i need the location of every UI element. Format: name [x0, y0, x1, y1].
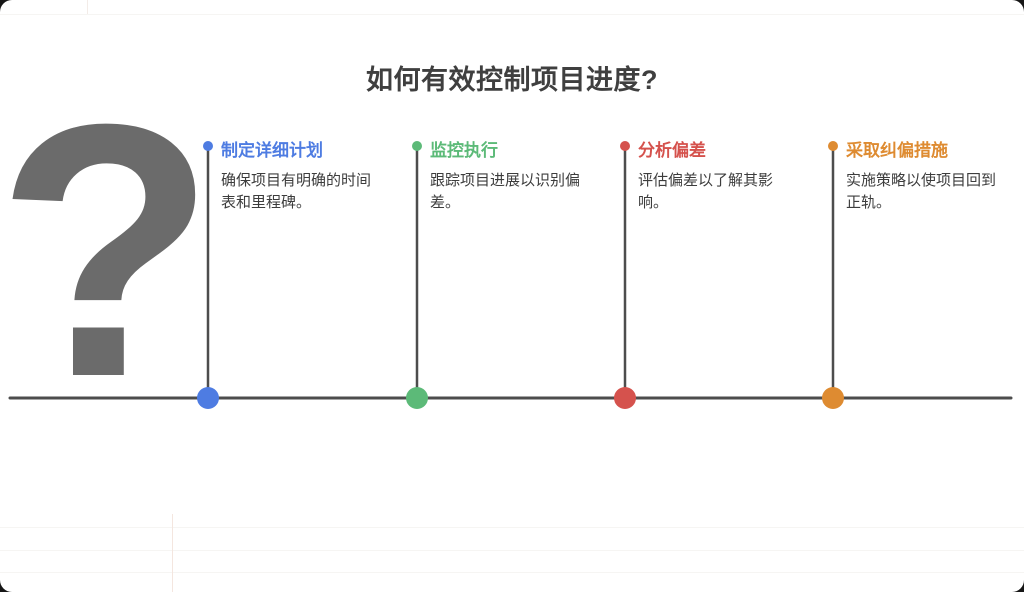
step-4-top-dot [828, 141, 838, 151]
step-2-axis-dot [406, 387, 428, 409]
step-2-title: 监控执行 [430, 141, 498, 160]
step-4-column: 采取纠偏措施 实施策略以使项目回到正轨。 [846, 140, 1002, 213]
step-2-description: 跟踪项目进展以识别偏差。 [430, 172, 581, 211]
question-mark-graphic: ? [0, 50, 216, 452]
step-1-title: 制定详细计划 [221, 141, 323, 160]
step-3-description: 评估偏差以了解其影响。 [638, 172, 774, 211]
step-3-top-dot [620, 141, 630, 151]
step-3-title: 分析偏差 [638, 141, 706, 160]
step-4-title: 采取纠偏措施 [846, 141, 948, 160]
step-1-description: 确保项目有明确的时间表和里程碑。 [221, 172, 372, 211]
step-1-column: 制定详细计划 确保项目有明确的时间表和里程碑。 [221, 140, 377, 213]
step-1-top-dot [203, 141, 213, 151]
step-1-axis-dot [197, 387, 219, 409]
step-3-column: 分析偏差 评估偏差以了解其影响。 [638, 140, 794, 213]
step-2-top-dot [412, 141, 422, 151]
page-title: 如何有效控制项目进度? [366, 65, 658, 95]
step-3-axis-dot [614, 387, 636, 409]
step-4-description: 实施策略以使项目回到正轨。 [846, 172, 997, 211]
step-4-axis-dot [822, 387, 844, 409]
step-2-column: 监控执行 跟踪项目进展以识别偏差。 [430, 140, 586, 213]
